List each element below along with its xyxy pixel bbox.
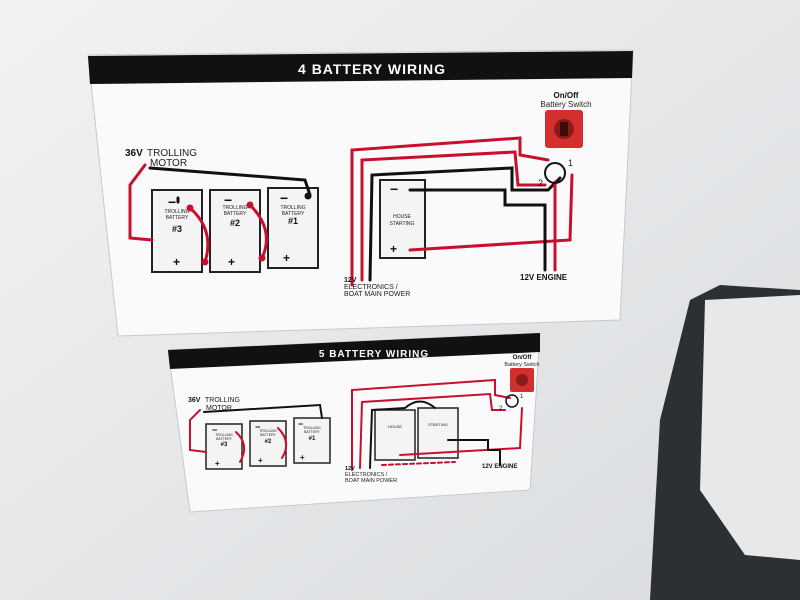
bottom-battery-2: − TROLLING BATTERY #2 + bbox=[249, 420, 287, 467]
svg-text:HOUSE: HOUSE bbox=[393, 214, 411, 220]
bottom-sticker-sheet bbox=[167, 332, 541, 513]
svg-text:BATTERY: BATTERY bbox=[224, 211, 247, 217]
svg-text:#3: #3 bbox=[221, 442, 228, 448]
top-battery-3: − TROLLING BATTERY #3 + bbox=[151, 189, 203, 273]
svg-text:TROLLING: TROLLING bbox=[259, 429, 277, 433]
svg-text:BATTERY: BATTERY bbox=[282, 211, 305, 217]
svg-text:+: + bbox=[228, 255, 235, 269]
svg-text:#3: #3 bbox=[172, 224, 182, 234]
svg-text:TROLLING: TROLLING bbox=[164, 209, 189, 215]
svg-text:TROLLING: TROLLING bbox=[215, 433, 233, 437]
bottom-trolling-motor-2: MOTOR bbox=[206, 405, 232, 412]
svg-text:BATTERY: BATTERY bbox=[304, 430, 320, 434]
svg-text:#1: #1 bbox=[309, 436, 316, 442]
top-switch-pos-1: 1 bbox=[568, 158, 573, 168]
svg-text:BATTERY: BATTERY bbox=[260, 433, 276, 437]
bottom-elec-3: BOAT MAIN POWER bbox=[345, 478, 397, 484]
bottom-trolling-motor-1: TROLLING bbox=[205, 397, 240, 404]
svg-text:+: + bbox=[215, 459, 220, 468]
bottom-sticker-title: 5 BATTERY WIRING bbox=[319, 349, 429, 360]
top-wiring-sticker: 4 BATTERY WIRING On/Off Battery Switch 3… bbox=[87, 49, 634, 337]
top-trolling-motor-2: MOTOR bbox=[150, 158, 187, 169]
bottom-switch-pos-2: 2 bbox=[499, 406, 503, 412]
bottom-battery-3: − TROLLING BATTERY #3 + bbox=[205, 423, 243, 470]
bottom-house-starting-batteries: HOUSE STARTING bbox=[374, 407, 459, 461]
bottom-switch-label-2: Battery Switch bbox=[504, 362, 539, 368]
bottom-wiring-sticker: 5 BATTERY WIRING On/Off Battery Switch 3… bbox=[167, 332, 541, 513]
top-elec-2: ELECTRONICS / bbox=[344, 284, 398, 291]
svg-text:−: − bbox=[390, 181, 398, 197]
top-house-wires bbox=[350, 136, 574, 287]
svg-text:TROLLING: TROLLING bbox=[303, 426, 321, 430]
top-battery-1: − TROLLING BATTERY #1 + bbox=[267, 187, 319, 269]
bottom-trolling-wires bbox=[189, 403, 323, 463]
svg-text:HOUSE: HOUSE bbox=[388, 424, 403, 429]
top-elec-1: 12V bbox=[344, 277, 357, 284]
svg-text:−: − bbox=[255, 422, 260, 432]
top-trolling-motor-1: TROLLING bbox=[147, 148, 197, 159]
svg-text:BATTERY: BATTERY bbox=[216, 437, 232, 441]
svg-text:−: − bbox=[168, 194, 176, 210]
svg-text:#2: #2 bbox=[265, 439, 272, 445]
bottom-switch-terminal bbox=[505, 394, 519, 408]
svg-text:−: − bbox=[280, 190, 288, 206]
top-trolling-wires bbox=[128, 163, 312, 266]
right-hull-section bbox=[700, 295, 800, 560]
top-switch-terminal bbox=[544, 162, 566, 184]
top-switch-label-1: On/Off bbox=[554, 91, 579, 100]
svg-text:+: + bbox=[173, 255, 180, 269]
svg-text:TROLLING: TROLLING bbox=[222, 205, 247, 211]
top-sticker-banner bbox=[88, 51, 633, 84]
bottom-engine: 12V ENGINE bbox=[482, 464, 517, 470]
svg-text:−: − bbox=[212, 425, 217, 435]
top-switch-label-2: Battery Switch bbox=[540, 100, 591, 109]
bottom-switch-label-1: On/Off bbox=[513, 355, 533, 361]
svg-text:TROLLING: TROLLING bbox=[280, 205, 305, 211]
svg-text:+: + bbox=[258, 456, 263, 465]
bottom-switch-pos-1: 1 bbox=[520, 394, 524, 400]
bottom-battery-1: − TROLLING BATTERY #1 + bbox=[293, 417, 331, 464]
bottom-house-wires bbox=[351, 378, 523, 471]
top-sticker-title: 4 BATTERY WIRING bbox=[298, 61, 446, 77]
svg-text:−: − bbox=[224, 192, 232, 208]
svg-text:BATTERY: BATTERY bbox=[166, 215, 189, 221]
bottom-voltage-36: 36V bbox=[188, 397, 201, 404]
top-battery-2: − TROLLING BATTERY #2 + bbox=[209, 189, 261, 273]
bottom-elec-2: ELECTRONICS / bbox=[345, 472, 388, 478]
svg-text:−: − bbox=[298, 419, 303, 429]
svg-text:+: + bbox=[390, 242, 397, 256]
svg-text:+: + bbox=[283, 251, 290, 265]
top-house-battery: − HOUSE STARTING + bbox=[379, 179, 426, 259]
svg-text:STARTING: STARTING bbox=[390, 221, 415, 227]
svg-text:#2: #2 bbox=[230, 218, 240, 228]
bottom-sticker-banner bbox=[168, 333, 540, 369]
top-elec-3: BOAT MAIN POWER bbox=[344, 291, 410, 298]
svg-text:STARTING: STARTING bbox=[428, 422, 448, 427]
top-engine: 12V ENGINE bbox=[520, 273, 568, 282]
svg-text:#1: #1 bbox=[288, 216, 298, 226]
svg-text:+: + bbox=[300, 453, 305, 462]
top-voltage-36: 36V bbox=[125, 148, 143, 159]
bottom-elec-1: 12V bbox=[345, 466, 355, 472]
top-switch-pos-2: 2 bbox=[538, 178, 543, 188]
